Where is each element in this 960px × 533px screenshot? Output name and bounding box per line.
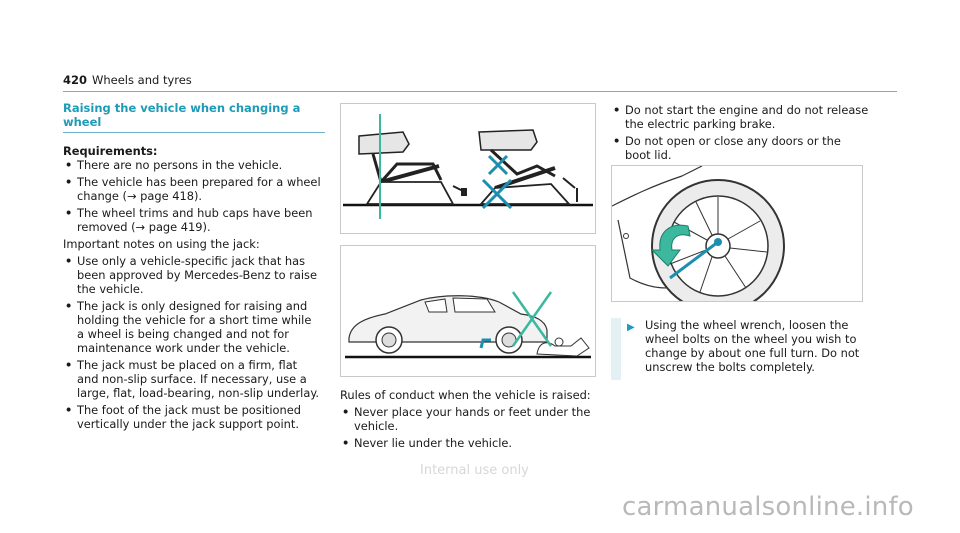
- wrench-icon: [669, 240, 719, 280]
- chapter-title: Wheels and tyres: [92, 73, 192, 87]
- page-number: 420: [63, 73, 88, 87]
- rotation-arrow-icon: [650, 224, 691, 267]
- prohibited-icon: [511, 291, 553, 347]
- list-item: Do not start the engine and do not relea…: [611, 103, 869, 131]
- step-text: Using the wheel wrench, loosen the wheel…: [645, 318, 860, 374]
- site-watermark: carmanualsonline.info: [622, 492, 914, 522]
- rules-list: Never place your hands or feet under the…: [340, 405, 598, 450]
- list-item: Use only a vehicle-specific jack that ha…: [63, 254, 321, 296]
- safety-list: Do not start the engine and do not relea…: [611, 103, 869, 162]
- rules-intro: Rules of conduct when the vehicle is rai…: [340, 388, 591, 402]
- page-header: 420 Wheels and tyres: [63, 71, 897, 92]
- list-item: Do not open or close any doors or the bo…: [611, 134, 869, 162]
- car-warning-illustration: [345, 291, 591, 359]
- list-item: The jack is only designed for raising an…: [63, 299, 321, 355]
- requirements-list: There are no persons in the vehicle. The…: [63, 158, 321, 234]
- jack-illustration: [343, 114, 593, 219]
- step-arrow-icon: ▶: [627, 322, 635, 333]
- incorrect-jack-icon: [478, 129, 578, 210]
- column-right-bullets: Do not start the engine and do not relea…: [611, 103, 869, 165]
- jack-position-figure: [340, 103, 596, 234]
- notes-intro: Important notes on using the jack:: [63, 237, 260, 251]
- list-item: The vehicle has been prepared for a whee…: [63, 175, 321, 203]
- list-item: The foot of the jack must be positioned …: [63, 403, 321, 431]
- correct-jack-icon: [358, 114, 467, 219]
- step-bar: [611, 318, 621, 380]
- under-vehicle-warning-figure: [340, 245, 596, 377]
- column-left: Raising the vehicle when changing a whee…: [63, 100, 325, 434]
- list-item: There are no persons in the vehicle.: [63, 158, 321, 172]
- list-item: The wheel trims and hub caps have been r…: [63, 206, 321, 234]
- jack-notes-list: Use only a vehicle-specific jack that ha…: [63, 254, 321, 431]
- wheel-wrench-illustration: [612, 166, 785, 301]
- list-item: Never place your hands or feet under the…: [340, 405, 598, 433]
- rules-block: Rules of conduct when the vehicle is rai…: [340, 388, 598, 453]
- instruction-step: ▶ Using the wheel wrench, loosen the whe…: [611, 318, 865, 380]
- requirements-heading: Requirements:: [63, 144, 158, 158]
- internal-watermark: Internal use only: [420, 463, 529, 478]
- wheel-wrench-figure: [611, 165, 863, 302]
- list-item: Never lie under the vehicle.: [340, 436, 598, 450]
- section-title: Raising the vehicle when changing a whee…: [63, 101, 325, 133]
- list-item: The jack must be placed on a firm, flat …: [63, 358, 321, 400]
